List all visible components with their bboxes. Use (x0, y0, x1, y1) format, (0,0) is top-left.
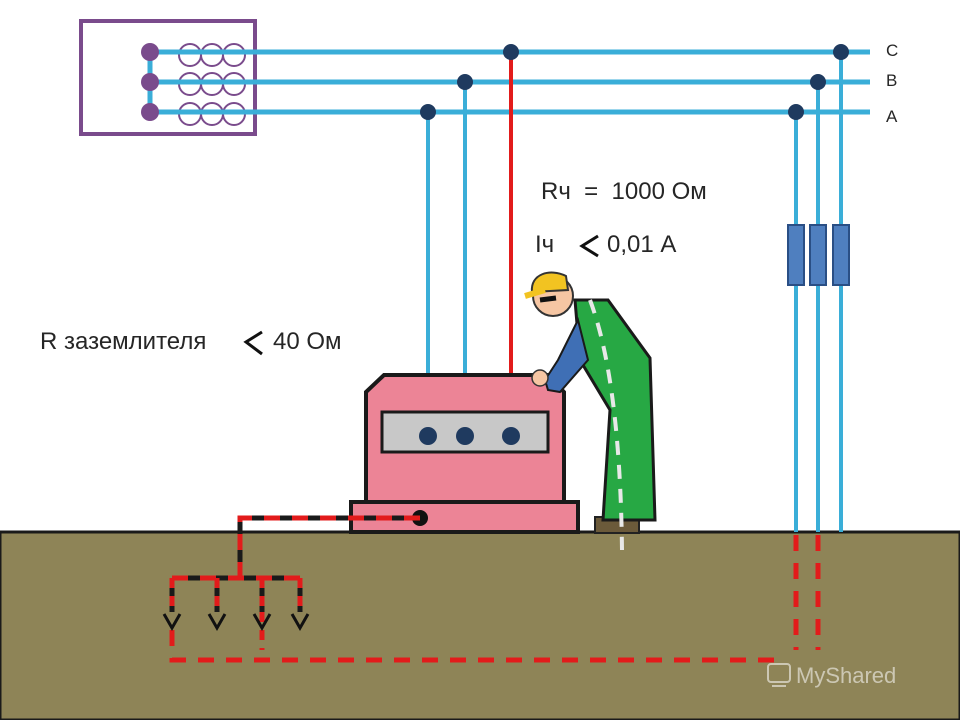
body-current-value: 0,01 А (607, 231, 676, 258)
fault-current-path (169, 515, 821, 663)
body-current-symbol: Iч (535, 231, 554, 258)
right-phase-drops (794, 52, 843, 532)
less-than-sign (243, 330, 263, 356)
equipment-terminals (419, 427, 520, 445)
phase-b-label: B (886, 71, 897, 90)
phase-insulator-icon (787, 224, 850, 286)
transformer-terminals (141, 43, 159, 121)
equipment-cabinet (349, 373, 580, 534)
watermark: MyShared (767, 663, 896, 688)
ground-resistance-value: 40 Ом (273, 328, 342, 355)
less-than-sign (579, 234, 599, 258)
watermark-text: MyShared (796, 663, 896, 688)
body-resistance-label: Rч = 1000 Ом (541, 178, 707, 205)
worker-touching-equipment-icon (524, 271, 657, 551)
ground-electrode-arrow-icon (162, 613, 310, 632)
phase-a-label: A (886, 107, 898, 126)
transformer-box (79, 19, 257, 136)
junction-nodes (420, 44, 849, 120)
ground-resistance-label: R заземлителя (40, 328, 206, 355)
phase-c-label: C (886, 41, 898, 60)
